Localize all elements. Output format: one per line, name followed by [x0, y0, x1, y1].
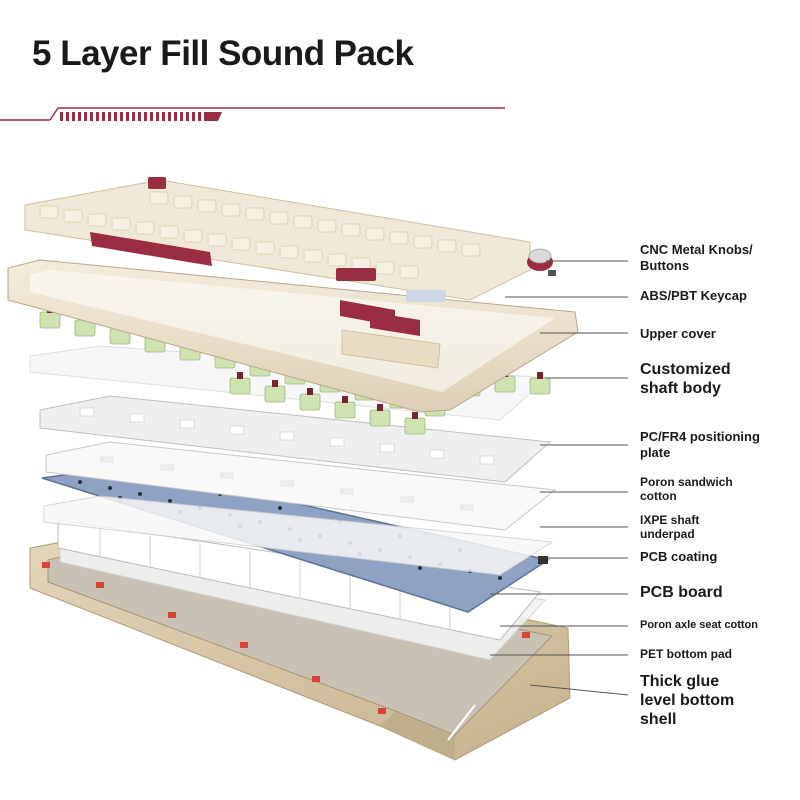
label-ixpe-underpad: IXPE shaft underpad — [640, 513, 700, 542]
label-cnc-metal-knobs: CNC Metal Knobs/ Buttons — [640, 242, 753, 273]
label-bottom-shell: Thick glue level bottom shell — [640, 673, 735, 729]
title-underline-decoration — [0, 107, 505, 121]
exploded-keyboard-illustration — [7, 177, 629, 761]
leader-lines — [490, 260, 629, 696]
label-pet-bottom-pad: PET bottom pad — [640, 647, 732, 661]
label-poron-sandwich: Poron sandwich cotton — [640, 475, 733, 504]
label-poron-axle-seat: Poron axle seat cotton — [640, 619, 758, 631]
ixpe-underpad-layer — [43, 495, 554, 576]
page-title: 5 Layer Fill Sound Pack — [32, 34, 414, 73]
cnc-knob — [527, 248, 556, 276]
label-keycap: ABS/PBT Keycap — [640, 288, 747, 303]
accent-keycaps — [90, 177, 446, 336]
label-positioning-plate: PC/FR4 positioning plate — [640, 429, 760, 460]
keycap-layer — [24, 177, 556, 336]
upper-cover-layer — [7, 259, 579, 413]
label-shaft-body: Customized shaft body — [640, 361, 731, 398]
label-pcb-coating: PCB coating — [640, 549, 718, 564]
label-upper-cover: Upper cover — [640, 326, 716, 341]
label-pcb-board: PCB board — [640, 584, 723, 601]
shell-feet — [42, 562, 530, 714]
positioning-plate-layer — [39, 395, 552, 483]
poron-sandwich-layer — [45, 441, 557, 531]
